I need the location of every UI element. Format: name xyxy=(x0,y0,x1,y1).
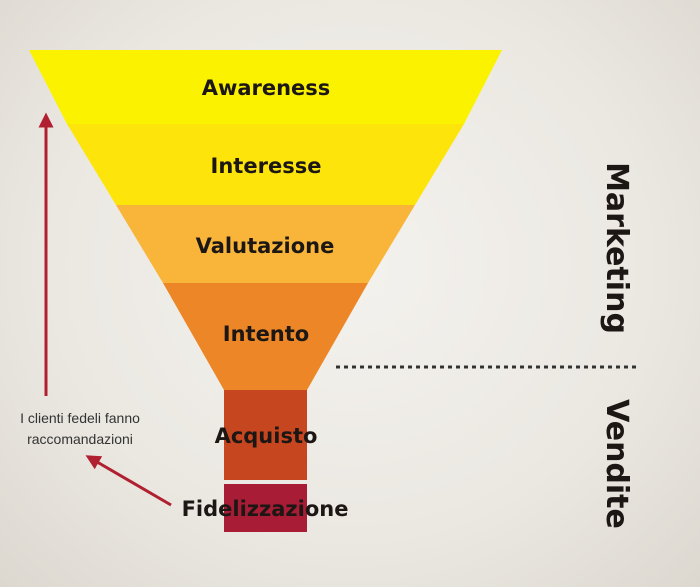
stage-label-interesse: Interesse xyxy=(211,154,322,178)
referral-note-line1: I clienti fedeli fanno xyxy=(20,410,140,426)
stage-label-fidelizzazione: Fidelizzazione xyxy=(182,497,349,521)
side-label-vendite: Vendite xyxy=(599,399,634,529)
side-label-marketing: Marketing xyxy=(599,162,634,334)
referral-note-line2: raccomandazioni xyxy=(27,431,133,447)
stage-label-valutazione: Valutazione xyxy=(196,234,335,258)
stage-label-awareness: Awareness xyxy=(202,76,331,100)
referral-arrow-diagonal xyxy=(85,455,172,507)
funnel-stage-interesse xyxy=(67,124,464,205)
funnel-stage-awareness xyxy=(29,50,502,124)
funnel-stage-valutazione xyxy=(116,205,415,283)
funnel-stage-intento xyxy=(163,283,368,390)
funnel-stage-fidelizzazione xyxy=(224,484,307,532)
stage-label-acquisto: Acquisto xyxy=(215,424,318,448)
funnel-stage-acquisto xyxy=(224,390,307,480)
stage-label-intento: Intento xyxy=(223,322,309,346)
